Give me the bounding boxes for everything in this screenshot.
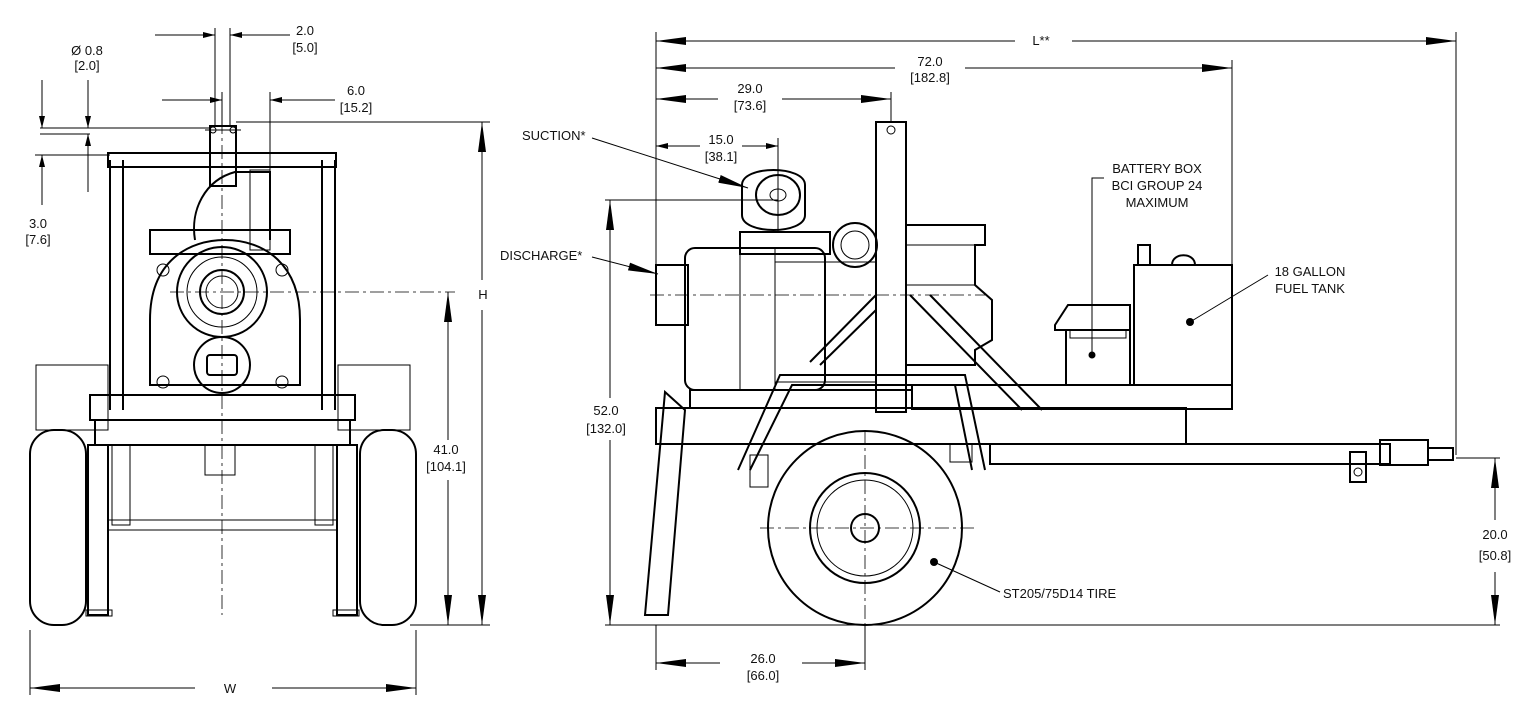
dim-spacing-metric: [5.0] <box>292 40 317 55</box>
side-stand-leg <box>643 389 687 616</box>
dim-suction-offset: 15.0 <box>708 132 733 147</box>
discharge-leader <box>591 256 659 275</box>
front-left-tire <box>29 429 87 626</box>
dim-axle-offset: 26.0 <box>750 651 775 666</box>
battery-callout-line3: MAXIMUM <box>1126 195 1189 210</box>
side-fender <box>737 374 986 471</box>
battery-callout-line2: BCI GROUP 24 <box>1112 178 1203 193</box>
dim-length-label: L** <box>1032 33 1049 48</box>
dim-lug-height-metric: [7.6] <box>25 232 50 247</box>
dim-hitch-height-metric: [50.8] <box>1479 548 1512 563</box>
dim-offset: 6.0 <box>347 83 365 98</box>
dim-length-to-mast: 29.0 <box>737 81 762 96</box>
side-pump-body <box>684 247 826 391</box>
dim-suction-height-metric: [132.0] <box>586 421 626 436</box>
dim-lug-height: 3.0 <box>29 216 47 231</box>
dim-hole-dia: Ø 0.8 <box>71 43 103 58</box>
dim-spacing: 2.0 <box>296 23 314 38</box>
dim-hitch-height: 20.0 <box>1482 527 1507 542</box>
side-suction-inlet <box>741 169 806 231</box>
dim-hole-dia-metric: [2.0] <box>74 58 99 73</box>
side-tongue <box>989 443 1391 465</box>
dim-suction-height: 52.0 <box>593 403 618 418</box>
battery-leader <box>1091 177 1104 355</box>
dim-width-label: W <box>224 681 237 696</box>
side-lift-mast <box>875 121 907 413</box>
tire-callout: ST205/75D14 TIRE <box>1003 586 1117 601</box>
discharge-callout: DISCHARGE* <box>500 248 582 263</box>
dim-length-to-mast-metric: [73.6] <box>734 98 767 113</box>
battery-callout-line1: BATTERY BOX <box>1112 161 1202 176</box>
suction-callout: SUCTION* <box>522 128 586 143</box>
fuel-tank-callout-line2: FUEL TANK <box>1275 281 1345 296</box>
dim-center-height-metric: [104.1] <box>426 459 466 474</box>
suction-leader <box>591 137 749 189</box>
side-engine <box>906 224 993 366</box>
side-fuel-tank <box>1133 264 1233 386</box>
tire-leader <box>933 561 1001 593</box>
dim-offset-metric: [15.2] <box>340 100 373 115</box>
dim-length-to-tank: 72.0 <box>917 54 942 69</box>
fuel-tank-leader <box>1189 274 1269 323</box>
dim-center-height: 41.0 <box>433 442 458 457</box>
fuel-tank-callout-line1: 18 GALLON <box>1275 264 1346 279</box>
dim-length-to-tank-metric: [182.8] <box>910 70 950 85</box>
front-lift-eye <box>209 125 237 187</box>
front-axle-beam <box>94 419 351 446</box>
dim-height-label: H <box>478 287 487 302</box>
dim-axle-offset-metric: [66.0] <box>747 668 780 683</box>
front-pump-volute <box>149 238 301 386</box>
front-view: Ø 0.8 [2.0] 2.0 [5.0] 6.0 [15.2] 3.0 [7.… <box>25 23 490 696</box>
side-view: L** 72.0 [182.8] 29.0 [73.6] 15.0 [38.1]… <box>500 32 1511 683</box>
front-right-tire <box>359 429 417 626</box>
side-trailer-frame <box>655 407 1187 445</box>
dim-suction-offset-metric: [38.1] <box>705 149 738 164</box>
